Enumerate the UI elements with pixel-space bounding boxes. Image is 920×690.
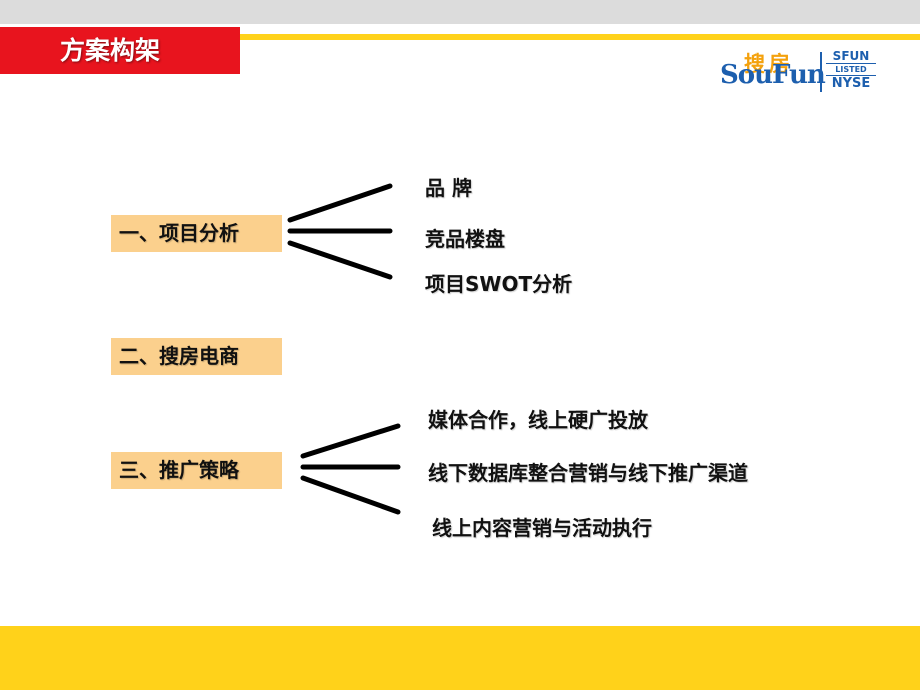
logo-chinese: 搜房 [744,52,794,76]
logo-exchange: NYSE [831,76,871,91]
connector-line [300,423,401,459]
logo-divider [820,52,822,92]
bottom-band [0,626,920,690]
title-underline [240,34,920,40]
logo-ticker: SFUN [826,50,876,64]
logo-english: SouFun [720,60,826,90]
logo-listed: LISTED [826,64,876,76]
item-media-cooperation: 媒体合作，线上硬广投放 [428,408,648,432]
listing-badge: SFUN LISTED NYSE [826,50,876,92]
item-competing-projects: 竞品楼盘 [425,227,505,251]
item-swot-analysis: 项目SWOT分析 [425,272,573,296]
section-project-analysis: 一、项目分析 [111,215,282,252]
page-title: 方案构架 [0,27,240,74]
section-soufun-ecommerce: 二、搜房电商 [111,338,282,375]
connector-line [287,240,393,280]
top-strip [0,0,920,24]
section-promotion-strategy: 三、推广策略 [111,452,282,489]
connector-line [300,475,401,515]
item-brand: 品 牌 [425,176,472,200]
item-offline-database-marketing: 线下数据库整合营销与线下推广渠道 [428,461,748,485]
item-online-content-marketing: 线上内容营销与活动执行 [432,516,652,540]
soufun-logo: 搜房 SouFun SFUN LISTED NYSE [720,46,880,96]
connector-line [287,183,393,223]
